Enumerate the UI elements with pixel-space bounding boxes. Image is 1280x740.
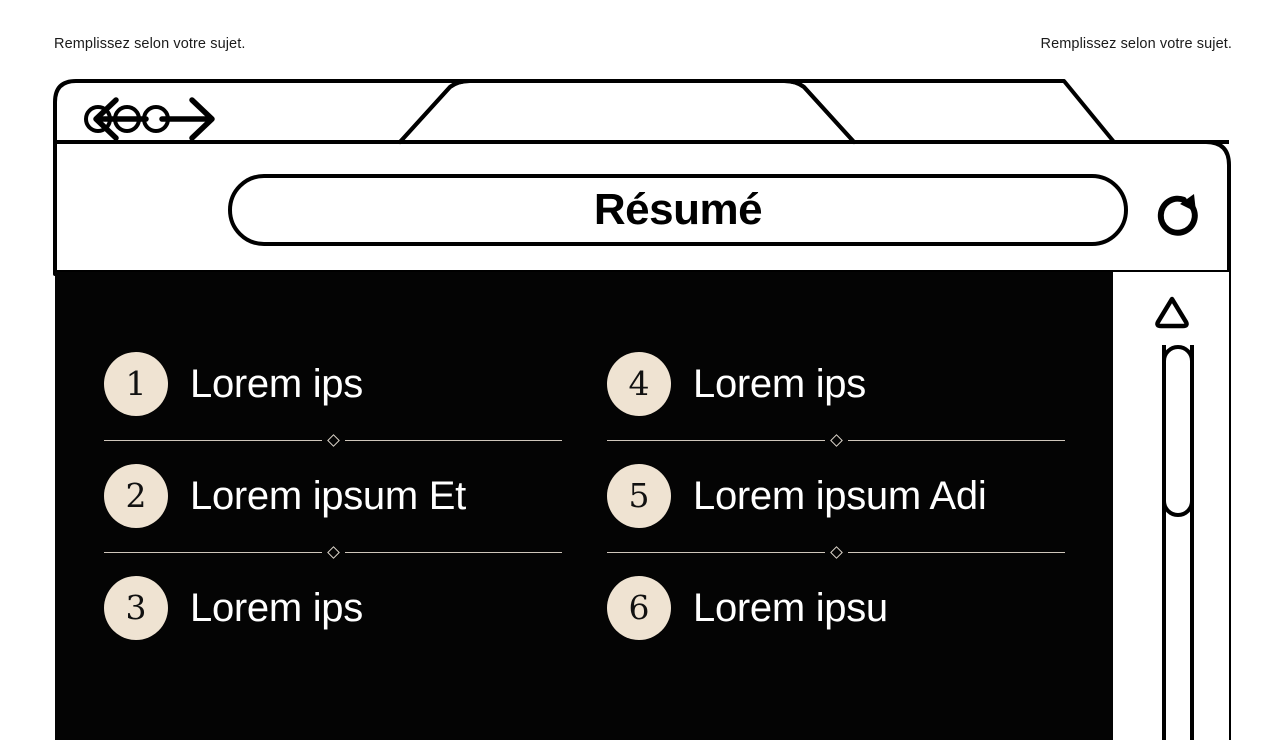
list-divider (104, 433, 562, 447)
list-divider (104, 545, 562, 559)
tab-outline-restroke (398, 79, 856, 144)
caption-right: Remplissez selon votre sujet. (1040, 36, 1232, 52)
list-item-label: Lorem ips (190, 585, 363, 630)
list-item[interactable]: 5 Lorem ipsum Adi (607, 446, 1065, 546)
scroll-up-button[interactable] (1151, 292, 1193, 332)
item-number-badge: 4 (607, 352, 671, 416)
forward-button[interactable] (158, 94, 218, 144)
arrow-right-icon (159, 97, 215, 141)
caption-left: Remplissez selon votre sujet. (54, 36, 246, 52)
list-item-label: Lorem ips (693, 361, 866, 406)
browser-window-mockup: Résumé 1 Lorem ips 2 Lorem ipsum Et (53, 79, 1231, 740)
list-item[interactable]: 2 Lorem ipsum Et (104, 446, 562, 546)
triangle-up-icon (1155, 296, 1189, 329)
arrow-left-icon (93, 97, 149, 141)
list-column-left: 1 Lorem ips 2 Lorem ipsum Et 3 Lorem ips (104, 334, 562, 658)
diamond-icon (829, 545, 843, 559)
item-number-badge: 3 (104, 576, 168, 640)
item-number-badge: 6 (607, 576, 671, 640)
navigation-buttons (90, 94, 218, 144)
item-number-badge: 1 (104, 352, 168, 416)
content-panel: 1 Lorem ips 2 Lorem ipsum Et 3 Lorem ips (55, 272, 1113, 740)
diamond-icon (326, 545, 340, 559)
tab-interior-fill (406, 83, 848, 140)
list-item[interactable]: 3 Lorem ips (104, 558, 562, 658)
scrollbar[interactable] (1113, 272, 1229, 740)
back-button[interactable] (90, 94, 150, 144)
reload-icon (1157, 194, 1198, 236)
scrollbar-thumb[interactable] (1162, 345, 1194, 517)
list-item-label: Lorem ipsu (693, 585, 888, 630)
list-item[interactable]: 1 Lorem ips (104, 334, 562, 434)
scrollbar-track[interactable] (1162, 345, 1194, 740)
item-number-badge: 2 (104, 464, 168, 528)
list-item-label: Lorem ips (190, 361, 363, 406)
list-item[interactable]: 6 Lorem ipsu (607, 558, 1065, 658)
reload-button[interactable] (1150, 188, 1206, 244)
list-divider (607, 545, 1065, 559)
address-bar-title: Résumé (593, 185, 763, 234)
list-column-right: 4 Lorem ips 5 Lorem ipsum Adi 6 Lorem ip… (607, 334, 1065, 658)
address-bar[interactable]: Résumé (228, 174, 1128, 246)
list-item-label: Lorem ipsum Adi (693, 473, 987, 518)
diamond-icon (326, 433, 340, 447)
list-divider (607, 433, 1065, 447)
item-number-badge: 5 (607, 464, 671, 528)
numbered-list-grid: 1 Lorem ips 2 Lorem ipsum Et 3 Lorem ips (104, 334, 1113, 658)
diamond-icon (829, 433, 843, 447)
list-item-label: Lorem ipsum Et (190, 473, 466, 518)
list-item[interactable]: 4 Lorem ips (607, 334, 1065, 434)
